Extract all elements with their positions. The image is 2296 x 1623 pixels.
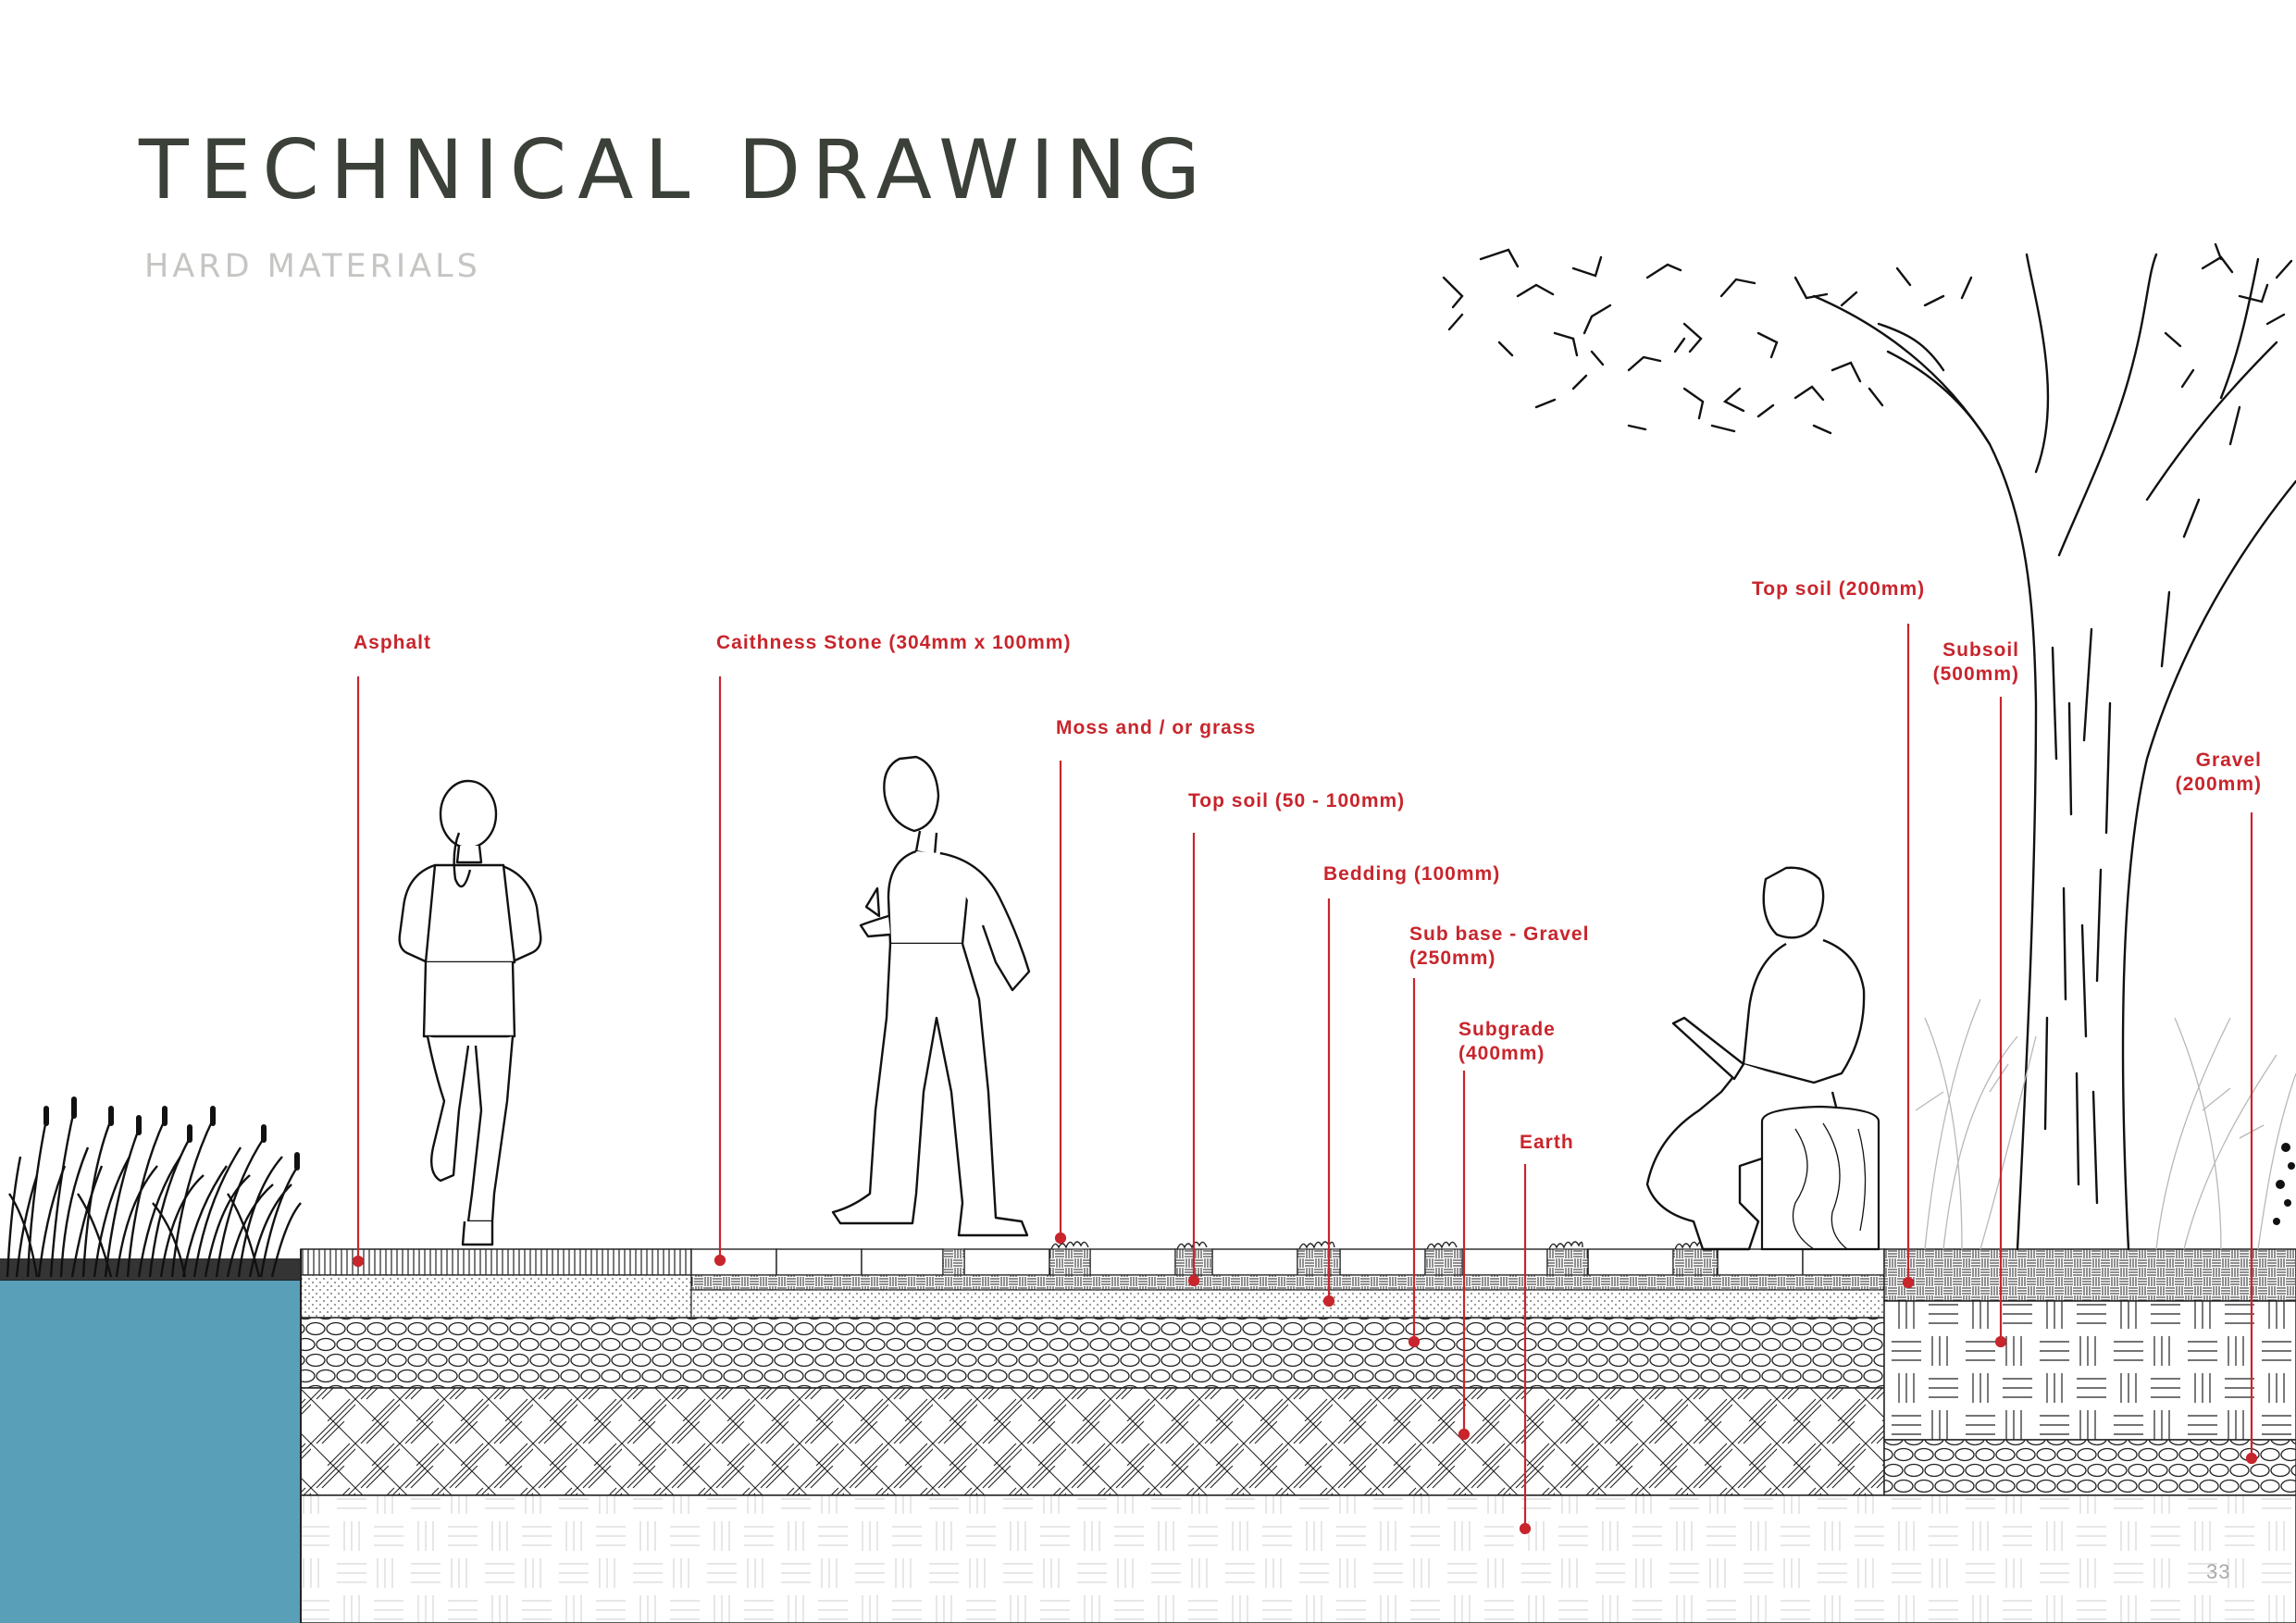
runner-figure <box>398 779 542 1246</box>
layer-earth <box>300 1494 2296 1623</box>
label-asphalt: Asphalt <box>354 632 432 653</box>
label-subbase-gravel: Sub base - Gravel (250mm) <box>1409 923 1589 971</box>
shrub-right-edge <box>2273 1143 2295 1225</box>
tree-stump-seat <box>1760 1105 1880 1251</box>
layer-asphalt-base <box>300 1274 692 1319</box>
moss-joints <box>942 1248 1719 1276</box>
page-title: TECHNICAL DRAWING <box>139 122 1212 217</box>
label-topsoil-200: Top soil (200mm) <box>1752 578 1926 600</box>
shrubs <box>1915 998 2296 1250</box>
label-gravel: Gravel (200mm) <box>2169 749 2262 797</box>
label-subbase-line-1: Sub base - Gravel <box>1409 923 1590 945</box>
reed-tops <box>43 1096 300 1171</box>
label-subsoil-line-2: (500mm) <box>1932 663 2019 685</box>
layer-subgrade <box>300 1387 1885 1496</box>
layer-gravel <box>1883 1439 2296 1496</box>
label-gravel-line-2: (200mm) <box>2175 774 2262 795</box>
layer-topsoil-thin <box>690 1274 1885 1291</box>
moss-tufts <box>1050 1241 1713 1250</box>
label-subgrade: Subgrade (400mm) <box>1458 1018 1556 1066</box>
label-caithness-stone: Caithness Stone (304mm x 100mm) <box>716 632 1072 653</box>
layer-bedding <box>690 1289 1885 1319</box>
label-subsoil: Subsoil (500mm) <box>1927 638 2019 687</box>
label-topsoil-thin: Top soil (50 - 100mm) <box>1188 790 1406 812</box>
label-earth: Earth <box>1520 1132 1574 1153</box>
page-number: 33 <box>2206 1560 2231 1583</box>
label-subgrade-line-1: Subgrade <box>1458 1019 1556 1040</box>
page-subtitle: HARD MATERIALS <box>144 248 481 285</box>
seated-man-figure <box>1645 866 1866 1251</box>
layer-subbase-gravel <box>300 1317 1885 1389</box>
water-body <box>0 1280 301 1623</box>
layer-topsoil-200 <box>1883 1248 2296 1302</box>
label-subsoil-line-1: Subsoil <box>1942 639 2019 661</box>
reeds <box>6 1109 302 1278</box>
walking-man-figure <box>831 755 1031 1237</box>
label-subgrade-line-2: (400mm) <box>1458 1043 1545 1064</box>
label-gravel-line-1: Gravel <box>2195 750 2262 771</box>
layer-caithness-stone <box>690 1248 1885 1276</box>
label-bedding: Bedding (100mm) <box>1323 863 1501 885</box>
layer-subsoil <box>1883 1300 2296 1441</box>
label-moss-grass: Moss and / or grass <box>1056 717 1257 738</box>
tree <box>1442 242 2296 1251</box>
callout-lines <box>352 624 2258 1535</box>
label-subbase-line-2: (250mm) <box>1409 948 1496 969</box>
